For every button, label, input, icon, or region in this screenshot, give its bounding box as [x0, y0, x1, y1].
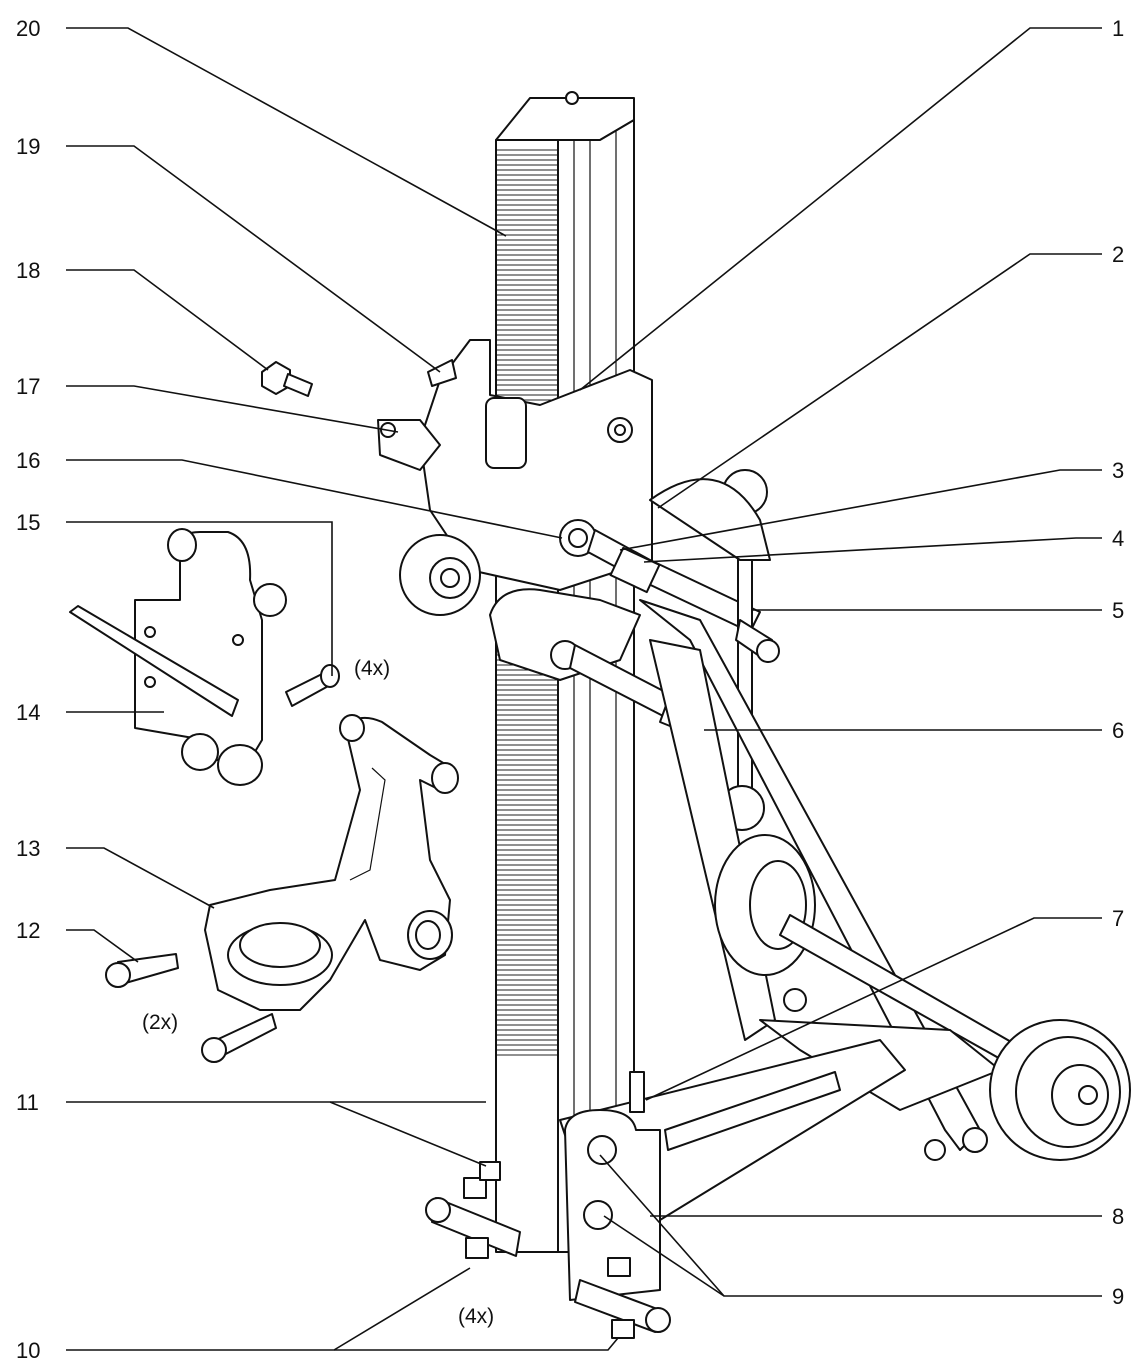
callout-2: 2	[1112, 242, 1125, 267]
callout-4: 4	[1112, 526, 1125, 551]
column-clamp-part	[204, 714, 459, 1011]
callout-9: 9	[1112, 1284, 1125, 1309]
callout-12: 12	[16, 918, 41, 943]
multiplier-base-bolts: (4x)	[458, 1305, 495, 1328]
callout-7: 7	[1112, 906, 1125, 931]
callout-10: 10	[16, 1338, 41, 1363]
callout-5: 5	[1112, 598, 1125, 623]
pin-19	[427, 359, 457, 387]
callout-11: 11	[16, 1090, 39, 1115]
callout-13: 13	[16, 836, 41, 861]
callout-19: 19	[16, 134, 41, 159]
column-front-face	[495, 139, 559, 1253]
multiplier-bolt-15: (4x)	[354, 657, 391, 680]
callout-17: 17	[16, 374, 41, 399]
base	[425, 1039, 906, 1339]
callout-1: 1	[1112, 16, 1125, 41]
bolt-18	[261, 361, 313, 397]
callout-3: 3	[1112, 458, 1125, 483]
callout-16: 16	[16, 448, 41, 473]
leader-lines	[66, 27, 1102, 1351]
rear-brace	[639, 478, 1131, 1161]
callout-20: 20	[16, 16, 41, 41]
callout-6: 6	[1112, 718, 1125, 743]
base-plate-9	[564, 1109, 661, 1301]
socket-screw-part	[105, 953, 277, 1063]
callout-15: 15	[16, 510, 41, 535]
callout-18: 18	[16, 258, 41, 283]
multiplier-screw-12: (2x)	[142, 1011, 179, 1034]
bolt-15	[285, 664, 340, 707]
carriage-assembly	[377, 339, 761, 739]
carriage-part	[69, 528, 287, 786]
callout-14: 14	[16, 700, 41, 725]
callout-8: 8	[1112, 1204, 1125, 1229]
